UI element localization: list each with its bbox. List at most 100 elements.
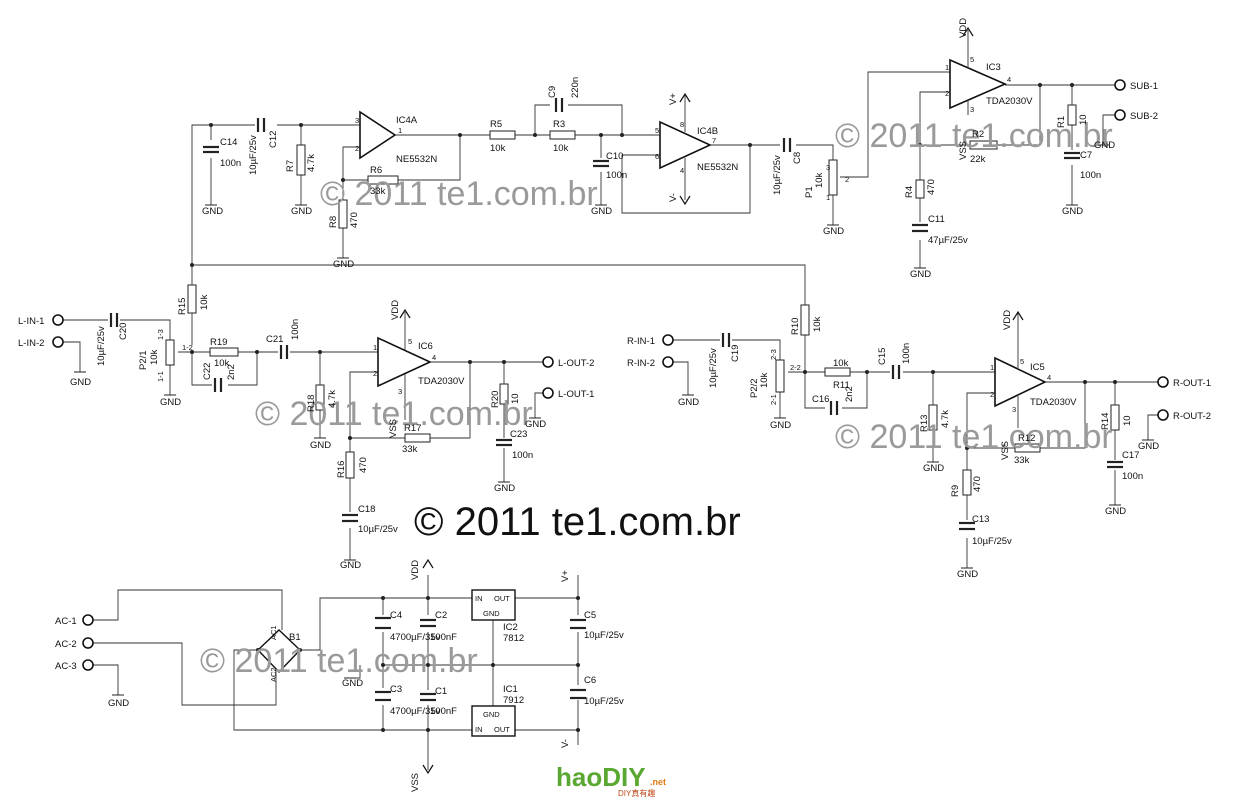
chip-labels: IC4A NE5532N IC4B NE5532N IC3 TDA2030V I… (269, 62, 1077, 734)
watermarks: © 2011 te1.com.br © 2011 te1.com.br © 20… (200, 117, 1113, 680)
pin: 1-3 (156, 329, 165, 340)
gnd-label: GND (923, 463, 944, 474)
c12-name: C12 (268, 131, 279, 148)
r6-value: 33k (370, 186, 386, 197)
r9-value: 470 (972, 476, 983, 492)
ic4b-part: NE5532N (697, 162, 738, 173)
r5-value: 10k (490, 143, 506, 154)
watermark-top-right: © 2011 te1.com.br (835, 117, 1113, 155)
gnd-label: GND (333, 259, 354, 270)
r6-name: R6 (370, 165, 382, 176)
ic5-symbol (994, 356, 1047, 408)
label-sub-2: SUB-2 (1130, 111, 1158, 122)
c5-value: 10µF/25v (584, 630, 624, 641)
p22-name: P2/2 (749, 378, 760, 398)
vplus-label: V+ (668, 93, 679, 105)
r20-name: R20 (490, 391, 501, 408)
r4-name: R4 (904, 186, 915, 198)
vss-label: VSS (958, 141, 969, 160)
b1-name: B1 (289, 632, 301, 643)
pin: 3 (970, 105, 974, 114)
c7-value: 100n (1080, 170, 1101, 181)
vminus-label: V- (560, 739, 571, 748)
ground-labels: GND GND GND GND GND GND GND GND GND GND … (70, 140, 1159, 709)
c15-value: 100n (901, 343, 912, 364)
gnd-label: GND (291, 206, 312, 217)
r10-value: 10k (812, 316, 823, 332)
label-ac-3: AC-3 (55, 661, 77, 672)
c20-value: 10µF/25v (96, 326, 107, 366)
c6-name: C6 (584, 675, 596, 686)
label-r-out-1: R-OUT-1 (1173, 378, 1211, 389)
c17-value: 100n (1122, 471, 1143, 482)
vdd-label: VDD (1002, 310, 1013, 330)
c7-name: C7 (1080, 150, 1092, 161)
pin: 1-1 (156, 371, 165, 382)
r8-name: R8 (328, 216, 339, 228)
vdd-label: VDD (410, 560, 421, 580)
c19-value: 10µF/25v (708, 348, 719, 388)
capacitors (109, 98, 1123, 702)
c2-name: C2 (435, 610, 447, 621)
c2-value: 100nF (430, 632, 457, 643)
gnd-label: GND (591, 206, 612, 217)
ic6-symbol (377, 336, 432, 388)
logo-main: haoDIY (556, 762, 646, 792)
gnd-label: GND (525, 419, 546, 430)
pin: 3 (1012, 405, 1016, 414)
c23-name: C23 (510, 429, 527, 440)
ic1-body (471, 705, 516, 737)
r1-value: 10 (1078, 114, 1089, 125)
pin: 6 (655, 152, 659, 161)
rail-arrows (399, 26, 1024, 775)
pin: 8 (680, 120, 684, 129)
pin: 5 (970, 55, 974, 64)
ic5-name: IC5 (1030, 362, 1045, 373)
r20-value: 10 (510, 393, 521, 404)
label-r-in-2: R-IN-2 (627, 358, 655, 369)
pin: 2 (945, 89, 949, 98)
r5-name: R5 (490, 119, 502, 130)
r14-name: R14 (1100, 413, 1111, 430)
ic2-out: OUT (494, 594, 510, 603)
r17-value: 33k (402, 444, 418, 455)
c17-name: C17 (1122, 450, 1139, 461)
c8-name: C8 (792, 152, 803, 164)
rail-labels: VDD VDD VDD VDD VSS VSS VSS VSS V+ V+ V-… (388, 18, 1013, 792)
r3-name: R3 (553, 119, 565, 130)
ic4a-part: NE5532N (396, 154, 437, 165)
c22-value: 2n2 (226, 364, 237, 380)
pad-sub-2 (1114, 109, 1126, 121)
label-sub-1: SUB-1 (1130, 81, 1158, 92)
watermark-mid-left: © 2011 te1.com.br (255, 395, 533, 433)
r19-value: 10k (214, 358, 230, 369)
c1-name: C1 (435, 686, 447, 697)
pad-r-in-2 (662, 356, 674, 368)
ic1-out: OUT (494, 725, 510, 734)
label-r-out-2: R-OUT-2 (1173, 411, 1211, 422)
p22-value: 10k (759, 372, 770, 388)
r12-value: 33k (1014, 455, 1030, 466)
gnd-label: GND (160, 397, 181, 408)
ic4a-name: IC4A (396, 115, 418, 126)
pin: 3 (398, 387, 402, 396)
c18-value: 10µF/25v (358, 524, 398, 535)
r2-name: R2 (972, 129, 984, 140)
pin: 1 (990, 363, 994, 372)
pad-sub-1 (1114, 79, 1126, 91)
c6-value: 10µF/25v (584, 696, 624, 707)
label-l-in-2: L-IN-2 (18, 338, 44, 349)
r13-name: R13 (919, 415, 930, 432)
pin-numbers: 3 2 1 5 6 7 8 4 1 2 4 5 3 1 2 4 5 3 1 2 … (156, 55, 1051, 414)
c19-name: C19 (730, 345, 741, 362)
vss-label: VSS (388, 419, 399, 438)
c16-value: 2n2 (844, 386, 855, 402)
r8-value: 470 (349, 212, 360, 228)
b1-ac1: AC1 (269, 625, 278, 640)
gnd-label: GND (70, 377, 91, 388)
c9-name: C9 (547, 86, 558, 98)
r4-value: 470 (926, 179, 937, 195)
gnd-label: GND (823, 226, 844, 237)
pad-ac-1 (82, 614, 94, 626)
